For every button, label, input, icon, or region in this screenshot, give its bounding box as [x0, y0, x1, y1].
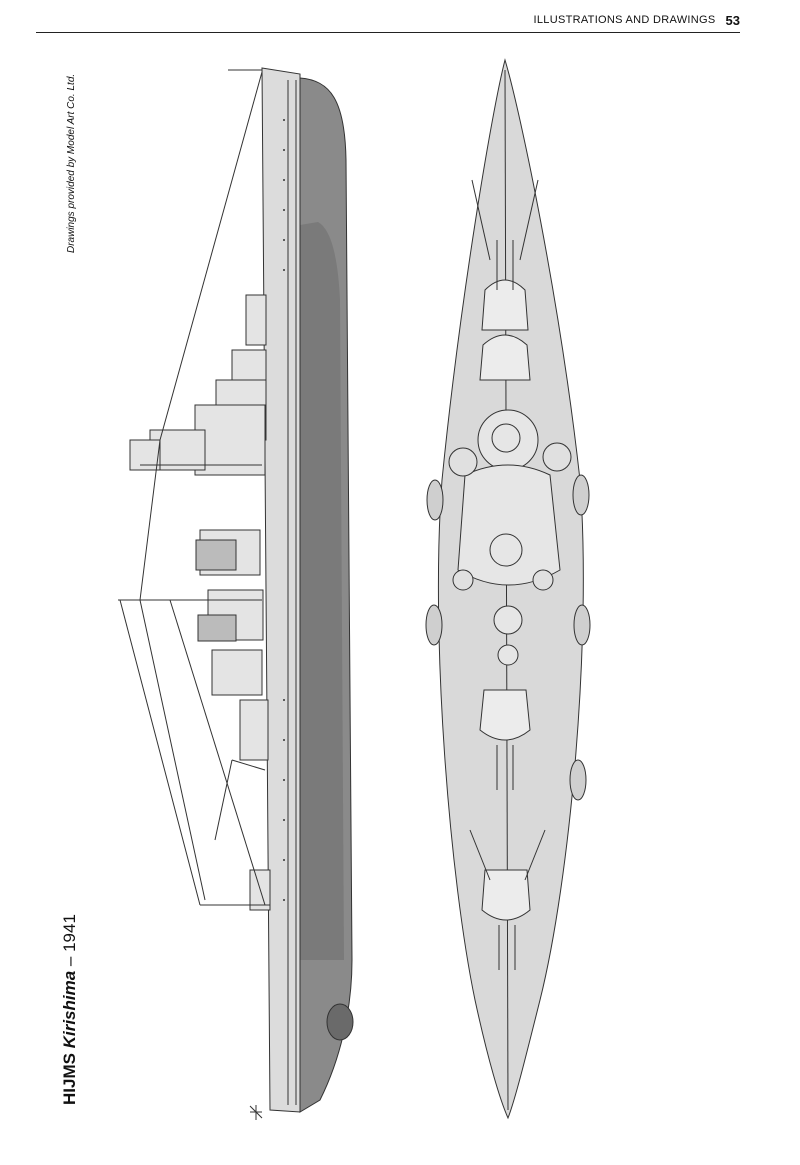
page-header: ILLUSTRATIONS AND DRAWINGS 53: [36, 8, 740, 33]
bridge-superstructure: [457, 409, 561, 666]
stern-flag-icon: [249, 1105, 263, 1120]
plan-view-drawing: [425, 58, 591, 1120]
superstructure: [129, 294, 271, 911]
hull-waterline-band: [300, 222, 344, 960]
aft-crane: [214, 759, 233, 841]
aft-funnel: [197, 614, 237, 642]
hull-side: [261, 67, 301, 1113]
main-turrets: [479, 240, 531, 970]
side-profile-drawing: [118, 67, 354, 1120]
rudder: [326, 1003, 354, 1041]
secondary-battery-sponsons: [425, 474, 591, 801]
centerline: [504, 69, 509, 1111]
forward-funnel: [195, 539, 237, 571]
portholes: [283, 119, 285, 901]
deck-outline: [437, 58, 584, 1120]
section-title: ILLUSTRATIONS AND DRAWINGS: [533, 14, 716, 26]
page-number: 53: [725, 12, 740, 28]
